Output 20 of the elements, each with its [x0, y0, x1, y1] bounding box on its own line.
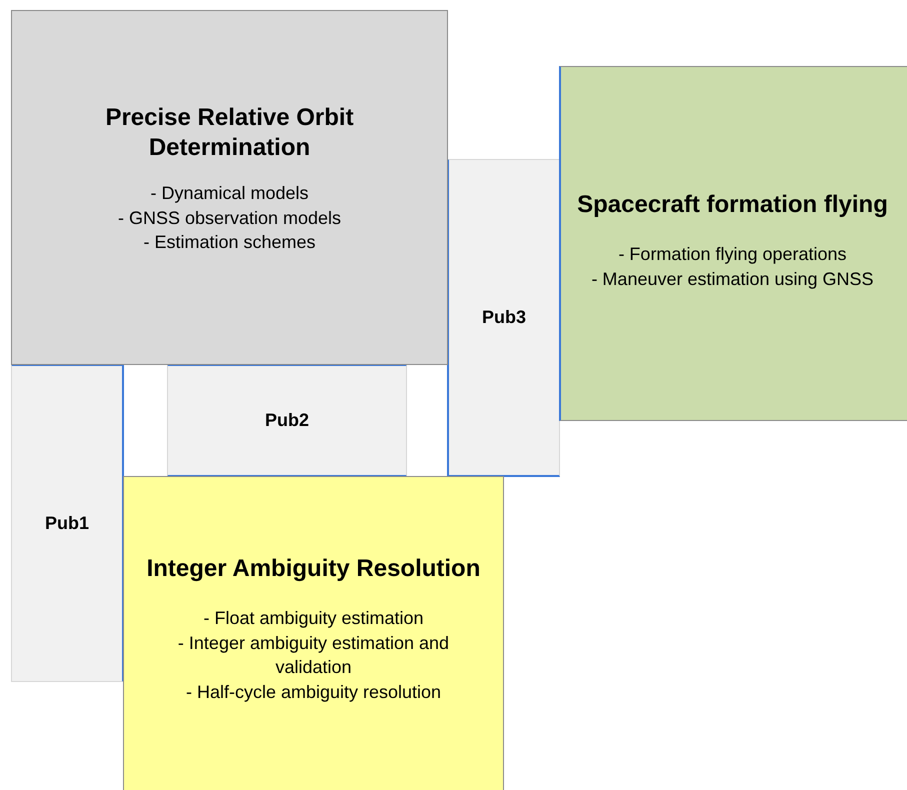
topic-box	[123, 476, 504, 790]
box-heading: Pub1	[44, 512, 89, 535]
publication-box	[167, 364, 407, 477]
bullet-item: - Float ambiguity estimation	[203, 607, 424, 630]
box-heading: Pub3	[482, 306, 526, 329]
topic-box	[11, 10, 448, 365]
bullet-item: - Formation flying operations	[618, 243, 847, 266]
bullet-item: - Dynamical models	[150, 182, 309, 205]
box-heading: Pub2	[264, 409, 309, 432]
bullet-item: - Half-cycle ambiguity resolution	[186, 680, 442, 704]
box-heading: Precise Relative Orbit Determination	[104, 103, 355, 163]
box-heading: Integer Ambiguity Resolution	[146, 554, 480, 584]
bullet-item: - Estimation schemes	[143, 231, 316, 254]
topic-box	[559, 66, 907, 421]
bullet-item: - GNSS observation models	[118, 206, 342, 230]
bullet-item: - Integer ambiguity estimation and validation	[176, 632, 450, 679]
bullet-item: - Maneuver estimation using GNSS	[591, 268, 874, 291]
publication-box	[447, 159, 560, 477]
box-heading: Spacecraft formation flying	[577, 190, 888, 220]
publication-box	[11, 364, 124, 682]
